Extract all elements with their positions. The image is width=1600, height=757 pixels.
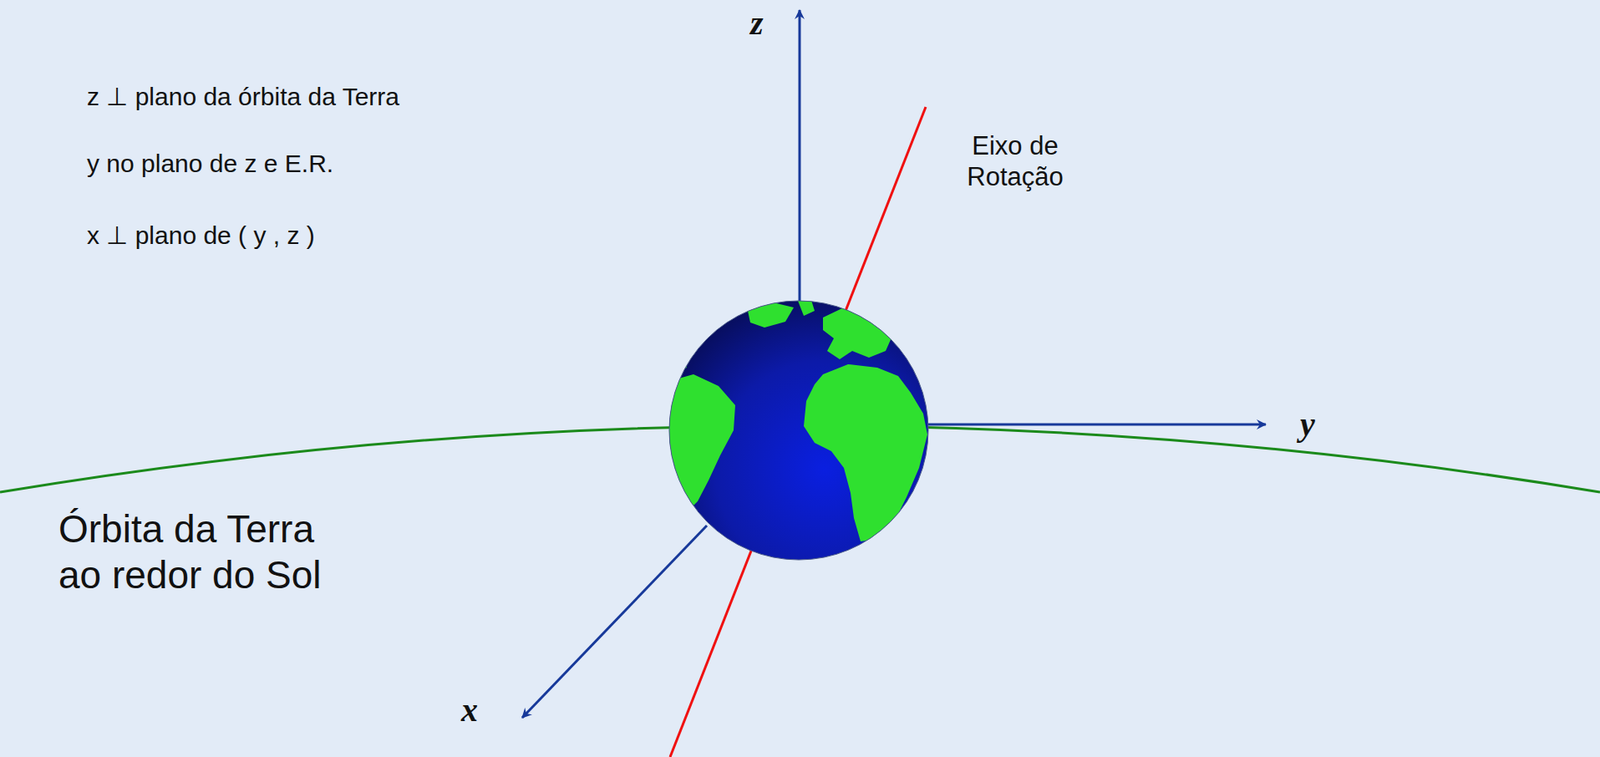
axis-definition-note: z ⊥ plano da órbita da Terra	[86, 81, 400, 112]
axis-definition-note: x ⊥ plano de ( y , z )	[86, 220, 315, 251]
axis-name: z	[750, 3, 764, 44]
axis-name: y	[1300, 404, 1316, 445]
z-axis	[798, 10, 802, 305]
x-axis	[522, 525, 707, 718]
axis-name: x	[461, 690, 478, 731]
rotation-axis-label: Eixo de Rotação	[952, 130, 1078, 193]
y-axis	[927, 423, 1266, 427]
orbit-label: Órbita da Terra ao redor do Sol	[58, 506, 343, 599]
earth-globe	[668, 280, 930, 560]
axis-definition-note: y no plano de z e E.R.	[86, 148, 334, 179]
